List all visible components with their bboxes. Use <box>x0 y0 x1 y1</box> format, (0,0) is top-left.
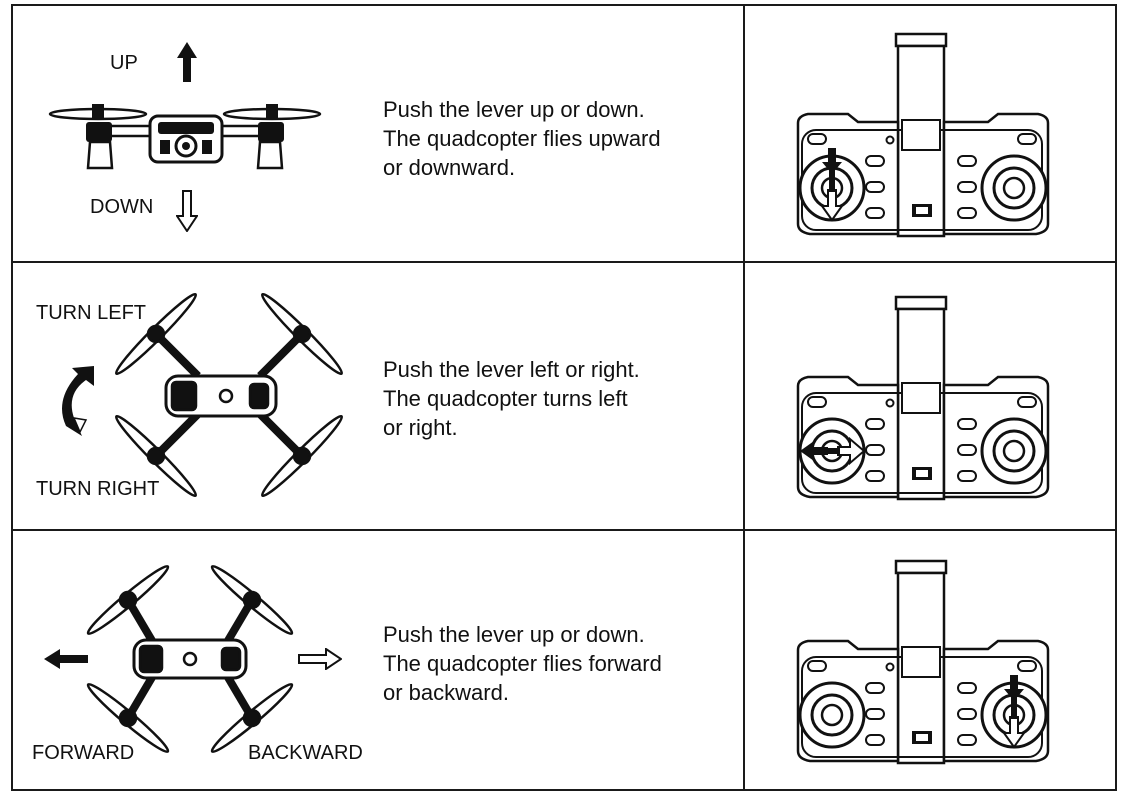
drone-top-view <box>86 565 294 753</box>
label-backward: BACKWARD <box>248 742 363 764</box>
column-divider <box>743 4 745 791</box>
instruction-line: The quadcopter turns left <box>383 386 628 411</box>
instruction-line: The quadcopter flies upward <box>383 126 661 151</box>
stick-arrow-left-right <box>800 436 866 466</box>
instruction-line: or downward. <box>383 155 516 180</box>
label-turn-right: TURN RIGHT <box>36 478 160 500</box>
instruction-text: Push the lever left or right. The quadco… <box>383 355 733 442</box>
label-up: UP <box>110 52 138 74</box>
drone-top-view <box>114 292 344 498</box>
instruction-line: or backward. <box>383 680 509 705</box>
row-divider <box>11 261 1117 263</box>
stick-arrow-up-down <box>1002 675 1026 749</box>
arrow-down-outline-icon <box>176 190 198 232</box>
label-down: DOWN <box>90 196 154 218</box>
remote-body <box>796 295 1050 501</box>
remote-controller <box>796 559 1050 765</box>
manual-table <box>11 4 1117 791</box>
remote-controller <box>796 295 1050 501</box>
rotate-arrow-icon <box>62 366 94 436</box>
remote-body <box>796 32 1050 238</box>
row-divider <box>11 529 1117 531</box>
instruction-text: Push the lever up or down. The quadcopte… <box>383 95 733 182</box>
instruction-line: or right. <box>383 415 458 440</box>
instruction-line: Push the lever up or down. <box>383 97 645 122</box>
stick-arrow-up-down <box>820 148 844 222</box>
instruction-text: Push the lever up or down. The quadcopte… <box>383 620 733 707</box>
arrow-up-filled-icon <box>177 42 197 82</box>
drone-side-view <box>48 104 322 170</box>
arrow-left-filled-icon <box>44 649 88 669</box>
instruction-line: Push the lever up or down. <box>383 622 645 647</box>
label-turn-left: TURN LEFT <box>36 302 146 324</box>
instruction-line: The quadcopter flies forward <box>383 651 662 676</box>
instruction-line: Push the lever left or right. <box>383 357 640 382</box>
arrow-right-outline-icon <box>298 648 342 670</box>
label-forward: FORWARD <box>32 742 135 764</box>
remote-controller <box>796 32 1050 238</box>
remote-body <box>796 559 1050 765</box>
